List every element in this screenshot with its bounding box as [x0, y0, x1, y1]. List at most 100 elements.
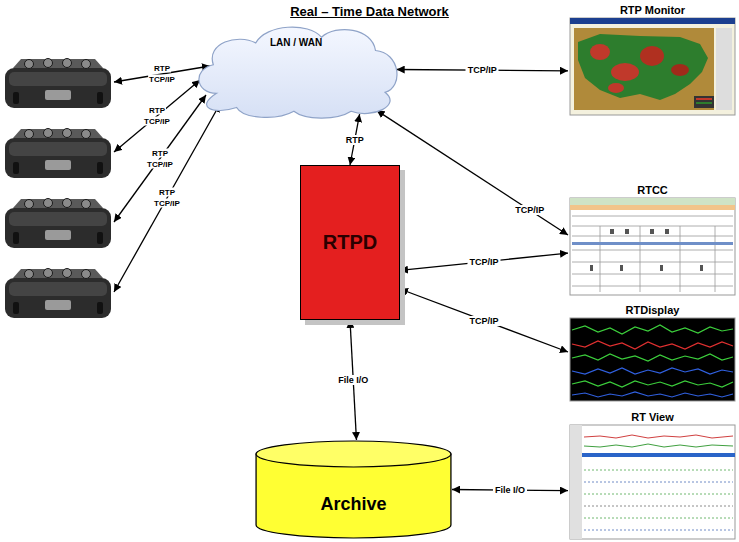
connector-label: File I/O — [493, 485, 527, 495]
protocol-label: TCP/IP — [148, 75, 176, 84]
field-device — [5, 199, 111, 249]
rtview-screenshot — [584, 482, 733, 483]
connector — [400, 253, 568, 270]
monitor-screenshot — [578, 34, 708, 100]
protocol-label: TCP/IP — [143, 117, 171, 126]
rtview-screenshot — [584, 435, 733, 447]
monitor-screenshot — [570, 18, 735, 115]
protocol-label: RTP — [148, 106, 166, 115]
client-panel: RTCC — [568, 183, 737, 296]
cloud-outline — [190, 22, 402, 117]
rtdisplay-screenshot — [570, 318, 735, 401]
rtcc-screenshot — [572, 274, 733, 275]
panel-heading: RTP Monitor — [568, 3, 737, 17]
rtcc-screenshot — [570, 198, 735, 205]
client-panel: RT View — [568, 410, 737, 540]
rtdisplay-screenshot — [572, 392, 733, 397]
monitor-screenshot — [570, 18, 735, 24]
field-device — [5, 59, 111, 109]
rtdisplay-screenshot — [572, 325, 733, 334]
device-link — [114, 95, 206, 222]
rtcc-screenshot — [700, 265, 703, 271]
rtcc-screenshot — [570, 205, 735, 210]
cylinder-outline — [255, 440, 452, 539]
rtview-screenshot — [584, 435, 733, 438]
monitor-screenshot — [574, 28, 714, 110]
connector-label: TCP/IP — [467, 257, 500, 267]
rtcc-screenshot — [665, 229, 669, 234]
server-box: RTPD — [300, 165, 400, 320]
field-device — [5, 59, 111, 109]
protocol-label: RTP — [158, 188, 176, 197]
monitor-screenshot — [608, 83, 624, 93]
rtview-screenshot — [584, 518, 733, 519]
monitor-screenshot — [671, 64, 689, 76]
rtview-screenshot — [584, 530, 733, 531]
device-link — [114, 80, 200, 152]
client-panel: RTP Monitor — [568, 3, 737, 116]
rtdisplay-screenshot — [572, 368, 733, 374]
rtcc-screenshot — [640, 226, 641, 292]
rtcc-screenshot — [572, 286, 733, 287]
rtcc-screenshot — [572, 250, 733, 251]
protocol-label: TCP/IP — [153, 199, 181, 208]
rtview-screenshot — [584, 470, 733, 530]
monitor-screenshot — [611, 63, 639, 81]
monitor-screenshot — [590, 44, 610, 60]
client-panel: RTDisplay — [568, 303, 737, 401]
device-link — [114, 66, 220, 292]
archive-cylinder: Archive — [255, 440, 452, 539]
rtdisplay-screenshot — [572, 341, 733, 349]
rtcc-screenshot — [572, 226, 733, 227]
rtcc-screenshot — [570, 198, 735, 295]
rtcc-screenshot — [650, 229, 654, 234]
monitor-screenshot — [696, 102, 712, 104]
rtview-screenshot — [570, 425, 735, 539]
monitor-screenshot — [716, 28, 732, 110]
protocol-label: RTP — [153, 64, 171, 73]
rtview-screenshot — [570, 425, 735, 539]
rtview-screenshot — [570, 425, 582, 539]
rtcc-screenshot — [620, 265, 623, 271]
rtcc-screenshot — [572, 262, 733, 263]
panel-heading: RTCC — [568, 183, 737, 197]
monitor-screenshot — [570, 18, 735, 115]
connector — [400, 289, 568, 352]
panel-heading: RTDisplay — [568, 303, 737, 317]
monitor-screenshot — [694, 96, 714, 108]
rtcc-screenshot — [590, 265, 593, 271]
connector-label: RTP — [344, 135, 366, 145]
protocol-label: TCP/IP — [146, 160, 174, 169]
node-label: Archive — [255, 494, 452, 515]
rtcc-screenshot — [572, 236, 733, 237]
connector-label: TCP/IP — [466, 65, 499, 75]
rtcc-screenshot — [610, 229, 614, 234]
connector-label: TCP/IP — [513, 205, 546, 215]
rtcc-screenshot — [572, 242, 733, 245]
rtdisplay-screenshot — [572, 381, 733, 387]
rtdisplay-screenshot — [570, 318, 735, 401]
connector — [377, 110, 568, 235]
rtcc-screenshot — [600, 226, 601, 292]
network-cloud: LAN / WAN — [190, 22, 402, 117]
node-label: LAN / WAN — [190, 37, 402, 48]
field-device — [5, 269, 111, 319]
rtview-screenshot — [584, 494, 733, 495]
field-device — [5, 129, 111, 179]
rtcc-screenshot — [715, 226, 716, 292]
panel-heading: RT View — [568, 410, 737, 424]
device-link — [114, 104, 220, 292]
rtcc-screenshot — [680, 226, 681, 292]
field-device — [5, 199, 111, 249]
diagram-title: Real – Time Data Network — [290, 4, 449, 19]
rtview-screenshot — [582, 453, 735, 457]
connector-label: TCP/IP — [467, 316, 500, 326]
node-label: RTPD — [323, 231, 377, 254]
rtview-screenshot — [584, 444, 733, 447]
field-device — [5, 129, 111, 179]
rtcc-screenshot — [590, 229, 703, 271]
rtcc-screenshot — [660, 265, 663, 271]
cylinder-top — [256, 441, 451, 467]
field-device — [5, 269, 111, 319]
connector-label: File I/O — [336, 375, 370, 385]
